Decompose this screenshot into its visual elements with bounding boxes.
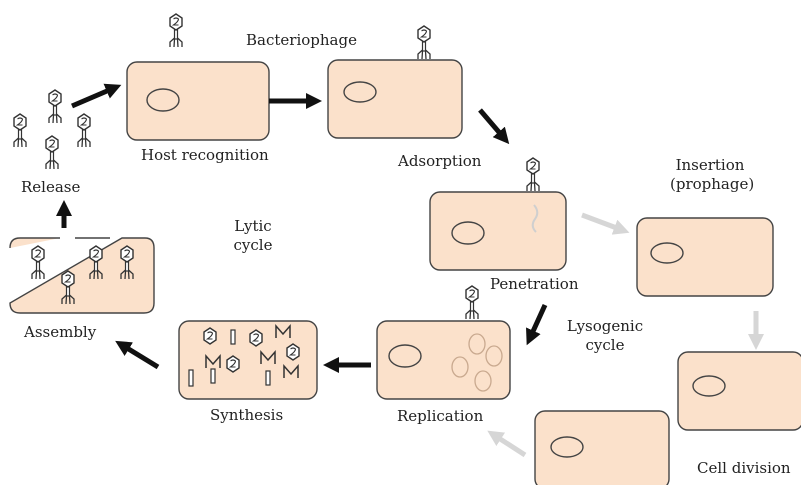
arrow bbox=[115, 340, 160, 370]
phage-icon bbox=[77, 113, 91, 148]
label-insertion-line2: (prophage) bbox=[670, 175, 755, 193]
phage-icon bbox=[465, 285, 479, 320]
label-release: Release bbox=[21, 178, 81, 196]
label-assembly: Assembly bbox=[24, 323, 97, 341]
label-penetration: Penetration bbox=[490, 275, 579, 293]
cell-replication bbox=[376, 320, 511, 400]
cell-insertion-prophage bbox=[636, 217, 774, 297]
label-bacteriophage: Bacteriophage bbox=[246, 31, 357, 49]
label-synthesis: Synthesis bbox=[210, 406, 284, 424]
phage-icon bbox=[169, 13, 183, 48]
cell-synthesis bbox=[178, 320, 318, 400]
cell-division-lower bbox=[534, 410, 670, 485]
arrow bbox=[526, 303, 548, 346]
cell-division-upper bbox=[677, 351, 801, 431]
arrow bbox=[581, 212, 630, 235]
label-adsorption: Adsorption bbox=[398, 152, 482, 170]
label-host-recognition: Host recognition bbox=[141, 146, 269, 164]
cell-assembly bbox=[9, 237, 155, 314]
cell-penetration bbox=[429, 191, 567, 271]
label-replication: Replication bbox=[397, 407, 484, 425]
arrow bbox=[478, 108, 510, 145]
arrow bbox=[71, 83, 122, 109]
phage-icon bbox=[48, 89, 62, 124]
label-lytic-line1: Lytic bbox=[234, 217, 272, 235]
cell-adsorption bbox=[327, 59, 463, 139]
phage-icon bbox=[417, 25, 431, 60]
cell-host-recognition bbox=[126, 61, 270, 141]
label-cell-division: Cell division bbox=[697, 459, 791, 477]
phage-icon bbox=[13, 113, 27, 148]
label-lytic-line2: cycle bbox=[233, 236, 273, 254]
label-insertion-line1: Insertion bbox=[675, 156, 745, 174]
label-insertion: Insertion (prophage) bbox=[670, 156, 755, 194]
label-lysogenic-line2: cycle bbox=[585, 336, 625, 354]
label-lysogenic-cycle: Lysogenic cycle bbox=[565, 317, 645, 355]
lytic-arrows bbox=[55, 83, 548, 374]
phage-components bbox=[188, 325, 300, 387]
label-lysogenic-line1: Lysogenic bbox=[566, 317, 644, 335]
arrow bbox=[487, 430, 527, 458]
lysogenic-arrows bbox=[487, 212, 765, 458]
phage-icon bbox=[45, 135, 59, 170]
label-lytic-cycle: Lytic cycle bbox=[224, 217, 282, 255]
phage-icon bbox=[526, 157, 540, 192]
phage-icon bbox=[31, 245, 45, 280]
